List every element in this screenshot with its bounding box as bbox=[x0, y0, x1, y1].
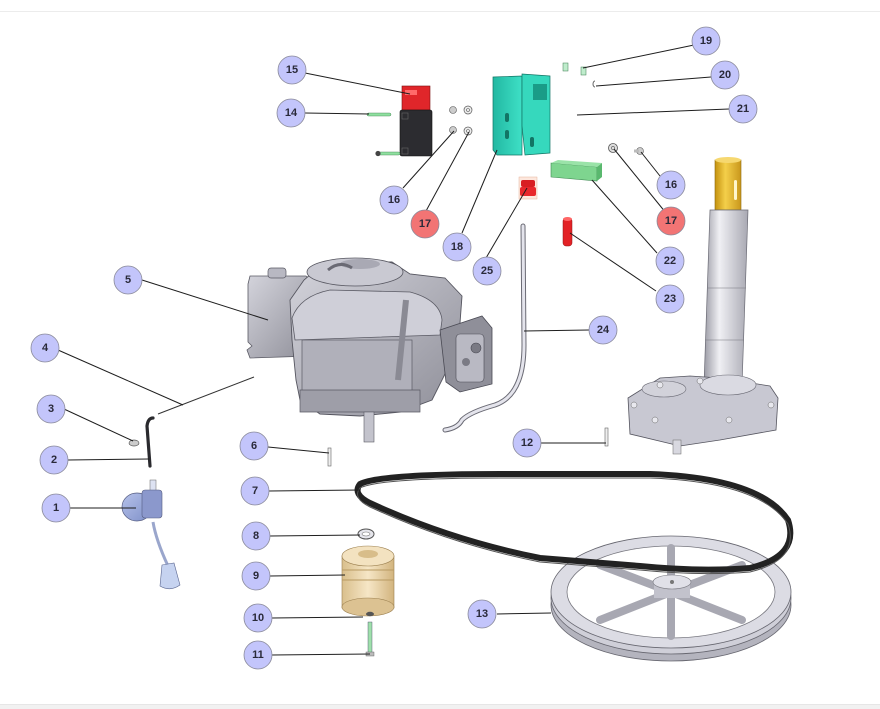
callout-15[interactable]: 15 bbox=[277, 55, 307, 85]
callout-5[interactable]: 5 bbox=[113, 265, 143, 295]
callout-8[interactable]: 8 bbox=[241, 521, 271, 551]
callout-number: 1 bbox=[53, 502, 59, 514]
callout-6[interactable]: 6 bbox=[239, 431, 269, 461]
callout-number: 8 bbox=[253, 530, 259, 542]
callout-number: 22 bbox=[664, 255, 676, 267]
engine-part bbox=[246, 257, 493, 443]
callout-17-left[interactable]: 17 bbox=[410, 209, 440, 239]
drive-pulley-part bbox=[341, 545, 395, 617]
callout-number: 9 bbox=[253, 570, 259, 582]
callout-3[interactable]: 3 bbox=[36, 394, 66, 424]
callout-number: 21 bbox=[737, 103, 749, 115]
callout-number: 17 bbox=[665, 215, 677, 227]
nut-washer-left bbox=[449, 105, 473, 136]
callout-16-right[interactable]: 16 bbox=[656, 170, 686, 200]
rivet-part bbox=[562, 62, 587, 76]
callout-7[interactable]: 7 bbox=[240, 476, 270, 506]
callout-1[interactable]: 1 bbox=[41, 493, 71, 523]
key-part-6 bbox=[327, 447, 332, 467]
key-part-12 bbox=[604, 427, 609, 447]
bolt-part bbox=[365, 621, 375, 657]
callout-20[interactable]: 20 bbox=[710, 60, 740, 90]
belt-part bbox=[354, 471, 794, 575]
callout-14[interactable]: 14 bbox=[276, 98, 306, 128]
cap-part bbox=[518, 176, 538, 200]
callout-19[interactable]: 19 bbox=[691, 26, 721, 56]
callout-number: 10 bbox=[252, 612, 264, 624]
lock-washer-part bbox=[366, 611, 374, 617]
top-border bbox=[0, 0, 880, 12]
callout-number: 16 bbox=[665, 179, 677, 191]
callout-13[interactable]: 13 bbox=[467, 599, 497, 629]
callout-number: 16 bbox=[388, 194, 400, 206]
callout-17-right[interactable]: 17 bbox=[656, 206, 686, 236]
callout-11[interactable]: 11 bbox=[243, 640, 273, 670]
callout-number: 12 bbox=[521, 437, 533, 449]
callout-number: 19 bbox=[700, 35, 712, 47]
callout-2[interactable]: 2 bbox=[39, 445, 69, 475]
sleeve-part bbox=[562, 217, 573, 247]
bottom-border bbox=[0, 704, 880, 709]
callout-number: 6 bbox=[251, 440, 257, 452]
callout-number: 3 bbox=[48, 403, 54, 415]
gearbox-shaft-part bbox=[627, 157, 779, 455]
cable-part bbox=[157, 376, 255, 415]
callout-number: 24 bbox=[597, 324, 610, 336]
callout-number: 20 bbox=[719, 69, 731, 81]
callout-number: 25 bbox=[481, 265, 493, 277]
cover-part bbox=[492, 73, 551, 156]
callout-number: 15 bbox=[286, 64, 298, 76]
nut-part bbox=[128, 439, 140, 447]
callout-number: 4 bbox=[42, 342, 49, 354]
leader-lines bbox=[57, 44, 730, 656]
washer-part bbox=[357, 528, 375, 540]
callout-number: 5 bbox=[125, 274, 131, 286]
callout-16-left[interactable]: 16 bbox=[379, 185, 409, 215]
callout-18[interactable]: 18 bbox=[442, 232, 472, 262]
screw-part bbox=[366, 112, 401, 157]
nut-washer-right bbox=[608, 143, 644, 155]
driven-pulley-part bbox=[550, 535, 792, 662]
rod-part bbox=[145, 416, 155, 468]
callout-10[interactable]: 10 bbox=[243, 603, 273, 633]
safety-switch-part bbox=[399, 85, 433, 157]
callout-number: 2 bbox=[51, 454, 57, 466]
callout-number: 23 bbox=[664, 293, 676, 305]
callout-9[interactable]: 9 bbox=[241, 561, 271, 591]
callout-21[interactable]: 21 bbox=[728, 94, 758, 124]
callout-25[interactable]: 25 bbox=[472, 256, 502, 286]
callout-number: 17 bbox=[419, 218, 431, 230]
callout-4[interactable]: 4 bbox=[30, 333, 60, 363]
callout-12[interactable]: 12 bbox=[512, 428, 542, 458]
callout-number: 14 bbox=[285, 107, 298, 119]
callout-23[interactable]: 23 bbox=[655, 284, 685, 314]
callout-22[interactable]: 22 bbox=[655, 246, 685, 276]
callout-number: 7 bbox=[252, 485, 258, 497]
callout-24[interactable]: 24 bbox=[588, 315, 618, 345]
pad-part bbox=[550, 160, 602, 182]
callout-number: 11 bbox=[252, 649, 264, 661]
lever-assembly-part bbox=[121, 479, 181, 590]
clip-part bbox=[592, 80, 596, 88]
hose-part bbox=[442, 223, 527, 433]
callout-number: 18 bbox=[451, 241, 463, 253]
callout-number: 13 bbox=[476, 608, 488, 620]
